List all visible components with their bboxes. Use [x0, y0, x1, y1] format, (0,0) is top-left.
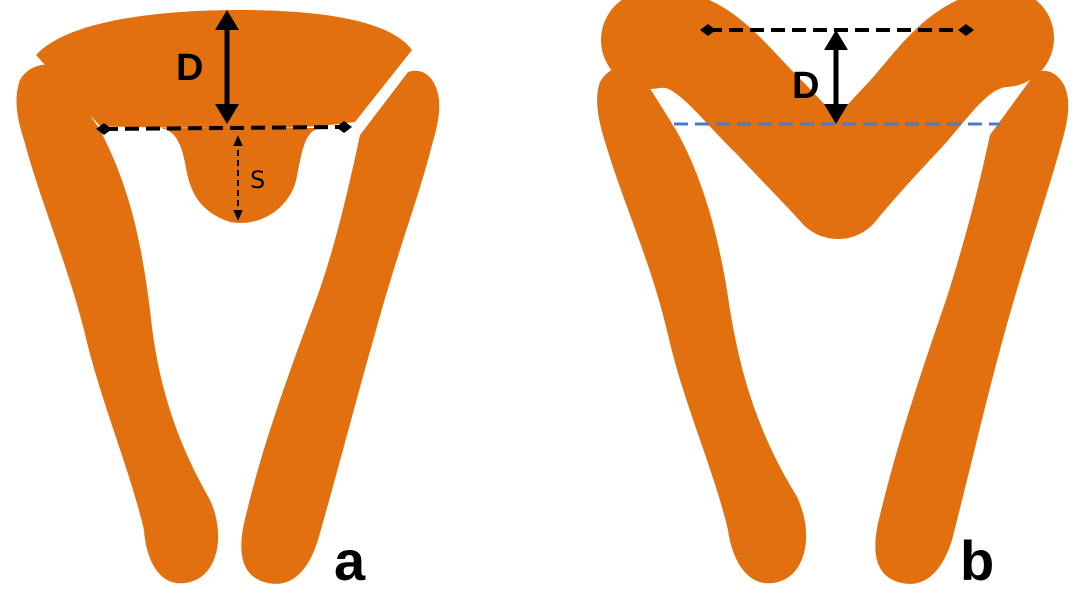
panel-b: D b — [597, 0, 1069, 592]
panel-a-left-arm — [16, 64, 219, 584]
panel-b-top-line-end-left — [700, 24, 716, 36]
panel-b-left-arm — [597, 65, 807, 584]
panel-a-depth-arrow-head-bottom — [215, 104, 239, 124]
panel-a-chord-end-right — [336, 121, 352, 133]
panel-b-depth-label: D — [792, 65, 819, 107]
panel-a-sag-label: S — [250, 166, 265, 194]
panel-a-sag-bulge — [160, 128, 320, 223]
panel-a: D S a — [16, 10, 440, 592]
panel-b-v-band — [601, 0, 1054, 239]
panel-b-top-line-end-right — [958, 24, 974, 36]
panel-a-chord-end-left — [96, 123, 112, 135]
panel-a-depth-arrow-head-top — [215, 10, 239, 30]
panel-a-depth-label: D — [176, 47, 203, 89]
panel-b-right-arm — [875, 70, 1069, 584]
panel-a-label: a — [334, 529, 366, 592]
panel-a-top-cap — [36, 10, 412, 128]
panel-b-label: b — [960, 529, 994, 592]
panel-a-chord-line — [103, 125, 343, 131]
panel-b-depth-arrow-head-top — [824, 30, 848, 50]
panel-b-depth-arrow-head-bottom — [824, 104, 848, 124]
panel-a-right-arm — [241, 70, 440, 584]
